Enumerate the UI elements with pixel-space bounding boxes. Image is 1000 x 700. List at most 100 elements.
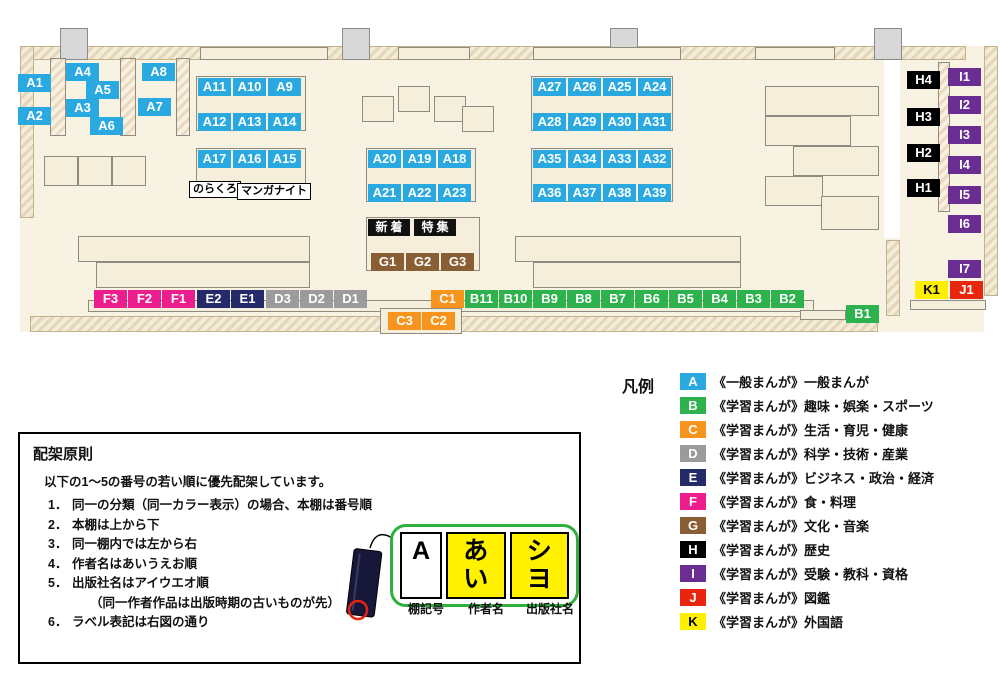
shelf-block <box>176 58 190 136</box>
shelf-label-C1: C1 <box>431 290 464 308</box>
shelf-label-E2: E2 <box>197 290 230 308</box>
shelf-label-A22: A22 <box>403 184 436 202</box>
shelf-label-B8: B8 <box>567 290 600 308</box>
principle-item-5: 5．出版社名はアイウエオ順 <box>48 576 209 590</box>
pillar <box>60 28 88 60</box>
principles-intro: 以下の1～5の番号の若い順に優先配架しています。 <box>44 475 332 489</box>
shelf-block <box>96 262 310 288</box>
shelf-block <box>462 106 494 132</box>
shelf-label-A35: A35 <box>533 150 566 168</box>
principles-box: 配架原則 以下の1～5の番号の若い順に優先配架しています。 1．同一の分類（同一… <box>18 432 581 664</box>
legend-title: 凡例 <box>622 379 655 396</box>
legend-label: 《学習まんが》歴史 <box>713 543 831 558</box>
legend-chip-B: B <box>680 397 706 414</box>
principle-item-3: 3．同一棚内では左から右 <box>48 537 198 551</box>
shelf-label-J1: J1 <box>950 281 983 299</box>
map-text-label: 新着 <box>368 219 410 236</box>
shelf-label-A14: A14 <box>268 113 301 131</box>
shelf-label-A18: A18 <box>438 150 471 168</box>
legend-chip-G: G <box>680 517 706 534</box>
shelf-label-A28: A28 <box>533 113 566 131</box>
shelf-label-A30: A30 <box>603 113 636 131</box>
shelf-label-I1: I1 <box>948 68 981 86</box>
legend-chip-D: D <box>680 445 706 462</box>
shelf-block <box>200 47 328 60</box>
shelf-label-G3: G3 <box>441 253 474 271</box>
shelf-block <box>765 86 879 116</box>
legend-label: 《学習まんが》趣味・娯楽・スポーツ <box>713 399 934 414</box>
legend-chip-E: E <box>680 469 706 486</box>
shelf-label-I2: I2 <box>948 96 981 114</box>
shelf-block <box>78 236 310 262</box>
shelf-label-G2: G2 <box>406 253 439 271</box>
legend-item-J: J《学習まんが》図鑑 <box>680 588 934 607</box>
principle-item-4: 4．作者名はあいうえお順 <box>48 556 198 571</box>
shelf-block <box>515 236 741 262</box>
caption-author: 作者名 <box>468 602 505 616</box>
legend-chip-I: I <box>680 565 706 582</box>
shelf-label-B9: B9 <box>533 290 566 308</box>
shelf-label-A4: A4 <box>66 63 99 81</box>
label-shelf-code: A <box>400 532 442 599</box>
shelf-label-A5: A5 <box>86 81 119 99</box>
legend-label: 《学習まんが》図鑑 <box>713 591 831 606</box>
shelf-label-D1: D1 <box>334 290 367 308</box>
shelf-label-A29: A29 <box>568 113 601 131</box>
shelf-block <box>120 58 136 136</box>
legend-item-K: K《学習まんが》外国語 <box>680 612 934 631</box>
shelf-label-A26: A26 <box>568 78 601 96</box>
aisle <box>884 60 900 238</box>
legend-item-H: H《学習まんが》歴史 <box>680 540 934 559</box>
legend-chip-C: C <box>680 421 706 438</box>
legend-chip-A: A <box>680 373 706 390</box>
shelf-label-G1: G1 <box>371 253 404 271</box>
shelf-label-I6: I6 <box>948 215 981 233</box>
shelf-block <box>533 262 741 288</box>
shelf-label-A3: A3 <box>66 99 99 117</box>
shelf-label-B10: B10 <box>499 290 532 308</box>
shelf-label-A31: A31 <box>638 113 671 131</box>
shelf-label-A38: A38 <box>603 184 636 202</box>
wall-left <box>20 46 34 218</box>
shelf-label-A9: A9 <box>268 78 301 96</box>
legend-chip-F: F <box>680 493 706 510</box>
shelf-label-A19: A19 <box>403 150 436 168</box>
shelf-label-A36: A36 <box>533 184 566 202</box>
shelf-label-A6: A6 <box>90 117 123 135</box>
shelf-block <box>793 146 879 176</box>
shelf-label-B4: B4 <box>703 290 736 308</box>
legend-item-E: E 《学習まんが》ビジネス・政治・経済 <box>680 468 934 487</box>
shelf-block <box>50 58 66 136</box>
shelf-label-A34: A34 <box>568 150 601 168</box>
legend-label: 《学習まんが》ビジネス・政治・経済 <box>713 471 935 486</box>
shelf-label-I4: I4 <box>948 156 981 174</box>
shelf-label-B3: B3 <box>737 290 770 308</box>
shelf-block <box>533 47 681 60</box>
shelf-block <box>755 47 835 60</box>
shelf-label-I5: I5 <box>948 186 981 204</box>
shelf-label-A1: A1 <box>18 74 51 92</box>
shelf-label-F2: F2 <box>128 290 161 308</box>
shelf-label-A12: A12 <box>198 113 231 131</box>
legend-label: 《学習まんが》生活・育児・健康 <box>713 423 909 438</box>
shelf-block <box>362 96 394 122</box>
shelf-label-A33: A33 <box>603 150 636 168</box>
shelf-label-A13: A13 <box>233 113 266 131</box>
shelf-block <box>821 196 879 230</box>
label-publisher: シヨ <box>509 532 569 599</box>
legend-item-G: G《学習まんが》文化・音楽 <box>680 516 934 535</box>
shelf-label-B2: B2 <box>771 290 804 308</box>
map-text-label: 特集 <box>414 219 456 236</box>
shelf-block <box>44 156 78 186</box>
principle-item-1: 1．同一の分類（同一カラー表示）の場合、本棚は番号順 <box>48 498 373 512</box>
shelf-label-A39: A39 <box>638 184 671 202</box>
legend-item-B: B 《学習まんが》趣味・娯楽・スポーツ <box>680 396 934 415</box>
legend-label: 《学習まんが》受験・教科・資格 <box>713 567 909 582</box>
shelf-label-A23: A23 <box>438 184 471 202</box>
shelf-label-D3: D3 <box>266 290 299 308</box>
legend-item-I: I 《学習まんが》受験・教科・資格 <box>680 564 934 583</box>
shelf-block <box>398 86 430 112</box>
